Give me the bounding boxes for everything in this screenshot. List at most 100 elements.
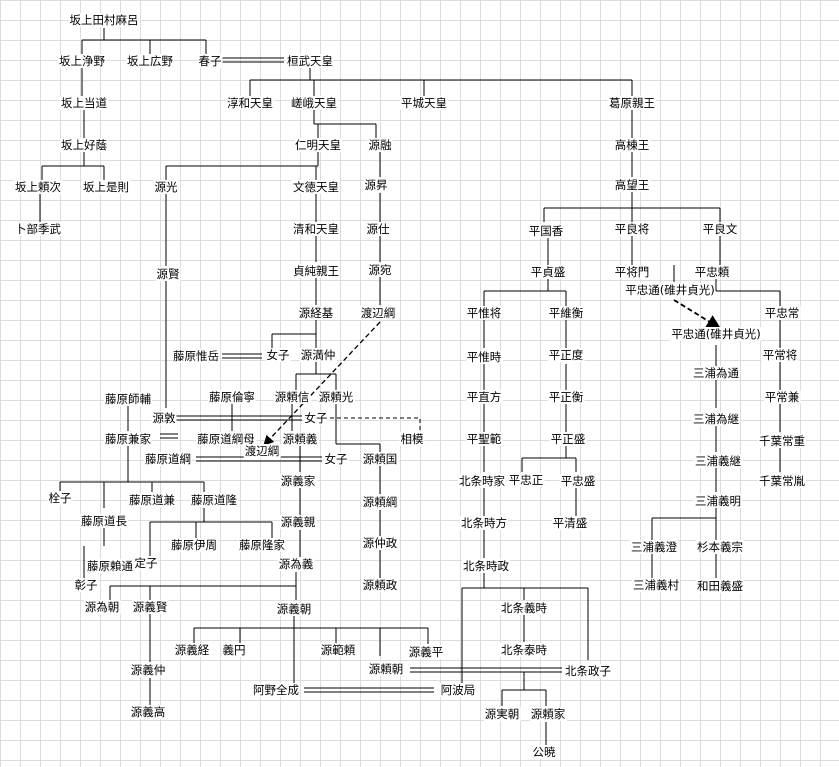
person-korechika: 藤原伊周 <box>170 538 218 552</box>
person-miura-yoshizumi: 三浦義澄 <box>630 540 678 554</box>
person-masaru: 源賢 <box>155 267 181 281</box>
line-hojo <box>461 572 589 688</box>
line-tamuramaro <box>81 28 207 55</box>
person-yoshitomo: 源義朝 <box>275 602 313 616</box>
line-yorimitsu <box>335 404 381 578</box>
person-michitaka: 藤原道隆 <box>190 493 238 507</box>
person-miura-tametsugu2: 三浦為継 <box>692 412 740 426</box>
person-sadamori: 平貞盛 <box>529 265 567 279</box>
person-michitsuna: 藤原道綱 <box>144 452 192 466</box>
person-kiyono: 坂上浄野 <box>58 54 106 68</box>
person-mitsunaka: 源満仲 <box>299 348 337 362</box>
person-yorimasa: 源頼政 <box>361 578 399 592</box>
person-atsushi: 源敦 <box>151 411 177 425</box>
person-tadamichi-usui2: 平忠通(碓井貞光) <box>670 327 762 341</box>
line-saga <box>313 110 377 138</box>
person-ninmyo: 仁明天皇 <box>294 138 342 152</box>
person-miura-tametsugu: 三浦為通 <box>692 366 740 380</box>
person-minamoto-toru: 源融 <box>367 138 393 152</box>
marriage-zenjo-awanotsubone <box>304 687 434 693</box>
person-masako: 北条政子 <box>564 664 612 678</box>
line-kunika <box>483 236 567 306</box>
person-yoshimasa: 平良将 <box>613 222 651 236</box>
person-yoshichika: 源義親 <box>279 515 317 529</box>
person-masamichi: 坂上当道 <box>60 96 108 110</box>
person-yoritsuna: 源頼綱 <box>361 495 399 509</box>
person-kunika: 平国香 <box>527 224 565 238</box>
person-tomoyasu: 藤原倫寧 <box>208 390 256 404</box>
marriage-haruko-kanmu <box>222 57 284 63</box>
person-nyoshi1: 女子 <box>265 348 291 362</box>
person-hikaru: 源光 <box>153 180 179 194</box>
line-kaneie <box>59 446 205 578</box>
person-kaneie: 藤原兼家 <box>104 432 152 446</box>
person-yoshikata: 源義賢 <box>131 600 169 614</box>
person-shoshi: 彰子 <box>73 578 99 592</box>
line-ninmyo <box>165 152 319 180</box>
person-takamune: 高棟王 <box>613 138 651 152</box>
person-kiyomori: 平清盛 <box>551 516 589 530</box>
person-tadamichi-usui: 平忠通(碓井貞光) <box>624 283 716 297</box>
person-nakamasa: 源仲政 <box>361 536 399 550</box>
person-yorikuni: 源頼国 <box>361 452 399 466</box>
person-tamuramaro: 坂上田村麻呂 <box>68 13 140 27</box>
marriage-korewoka-nyoshi <box>222 353 262 359</box>
person-nyoshi2: 女子 <box>303 411 329 425</box>
person-junna: 淳和天皇 <box>226 96 274 110</box>
person-montoku: 文徳天皇 <box>292 180 340 194</box>
line-nyoshi-sagami <box>330 417 421 432</box>
person-tsukau: 源仕 <box>365 222 391 236</box>
person-tsunekane: 平常兼 <box>763 390 801 404</box>
person-tametomo: 源為朝 <box>83 600 121 614</box>
person-noboru: 源昇 <box>363 178 389 192</box>
person-naokata: 平直方 <box>465 390 503 404</box>
person-sanetomo: 源実朝 <box>483 707 521 721</box>
person-seiwa: 清和天皇 <box>292 222 340 236</box>
person-kazurahara: 葛原親王 <box>608 96 656 110</box>
person-masahira: 平正衡 <box>547 390 585 404</box>
person-koremochi: 平惟将 <box>465 306 503 320</box>
dashed-arrow-tadamichi <box>673 299 722 329</box>
person-yoshiie: 源義家 <box>279 474 317 488</box>
person-korewoka: 藤原惟岳 <box>172 349 220 363</box>
person-noriyori: 源範頼 <box>319 643 357 657</box>
person-sagami: 相模 <box>399 432 425 446</box>
person-yoriie: 源頼家 <box>529 707 567 721</box>
person-miura-yoshitsugu: 三浦義継 <box>694 454 742 468</box>
person-hojo-tokimasa: 北条時政 <box>462 559 510 573</box>
person-miura-yoshiaki: 三浦義明 <box>694 494 742 508</box>
person-awanotsubone: 阿波局 <box>439 683 477 697</box>
person-wada: 和田義盛 <box>696 579 744 593</box>
line-kanmu-children <box>249 68 633 96</box>
line-taira-chain-right <box>521 320 577 516</box>
person-teishi2: 定子 <box>133 556 159 570</box>
person-hojo-yasutoki: 北条泰時 <box>500 643 548 657</box>
person-tadayori: 平忠頼 <box>693 265 731 279</box>
person-takamochi: 高望王 <box>613 178 651 192</box>
person-tadatsune: 平忠常 <box>763 306 801 320</box>
person-michitsuna-haha: 藤原道綱母 <box>196 432 256 446</box>
person-masamori: 平正盛 <box>549 432 587 446</box>
person-saga: 嵯峨天皇 <box>290 96 338 110</box>
person-yoriyoshi: 源頼義 <box>281 432 319 446</box>
marriage-michitsuna-haha <box>160 433 178 439</box>
person-hirono: 坂上広野 <box>126 54 174 68</box>
person-masanori: 平正度 <box>547 348 585 362</box>
line-yoshitomo <box>193 616 429 690</box>
person-masakado: 平将門 <box>613 265 651 279</box>
person-yorimitsu: 源頼光 <box>317 390 355 404</box>
line-kazurahara <box>543 110 721 222</box>
person-yoshinaka: 源義仲 <box>129 663 167 677</box>
person-kanmu: 桓武天皇 <box>286 54 334 68</box>
person-tokitada: 平忠正 <box>507 473 545 487</box>
line-sakanoue-chain <box>39 68 105 222</box>
line-yorinobu <box>291 404 301 558</box>
person-koretoki: 平惟時 <box>465 350 503 364</box>
person-kugyo: 公暁 <box>531 745 557 759</box>
marriage-yoritomo-masako <box>410 667 562 673</box>
person-tadamori: 平忠盛 <box>559 474 597 488</box>
person-tameyoshi: 源為義 <box>277 557 315 571</box>
person-yoshitaka: 源義高 <box>129 705 167 719</box>
person-tsunemoto: 源経基 <box>297 306 335 320</box>
